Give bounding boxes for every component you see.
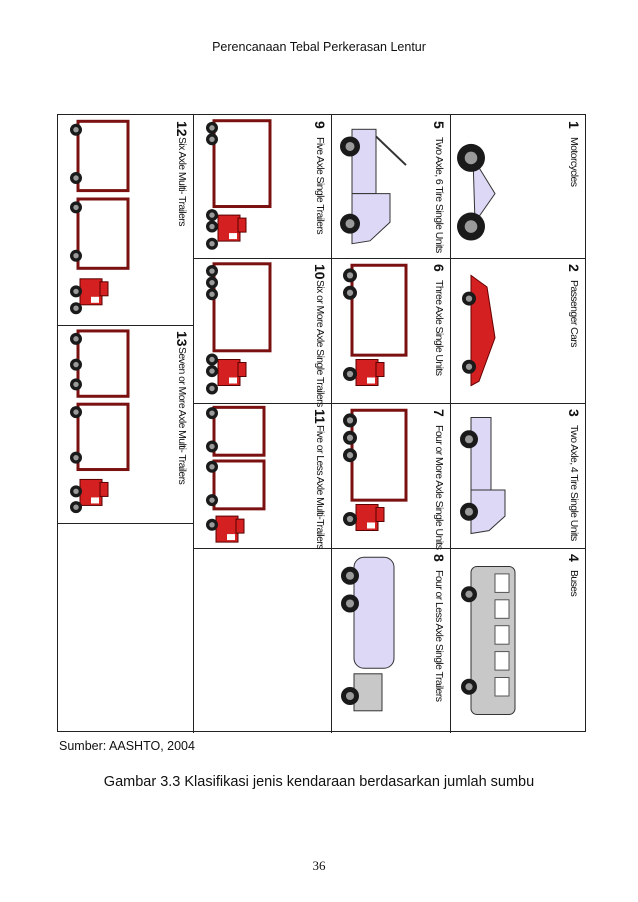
figure-caption: Gambar 3.3 Klasifikasi jenis kendaraan b… bbox=[103, 774, 535, 790]
vehicle-class-number: 12 bbox=[174, 121, 190, 137]
four-axle-truck-icon bbox=[343, 408, 408, 531]
vehicle-class-number: 5 bbox=[431, 121, 447, 129]
vehicle-class-number: 4 bbox=[566, 554, 582, 562]
vehicle-class-number: 9 bbox=[312, 121, 328, 129]
tanker-truck-icon bbox=[341, 556, 395, 712]
vehicle-class-label: Two Axle, 4 Tire Single Units bbox=[568, 425, 580, 541]
vehicle-class-number: 11 bbox=[312, 409, 328, 424]
six-axle-semi-trailer-icon bbox=[206, 262, 272, 395]
vehicle-class-label: Motorcycles bbox=[568, 137, 580, 187]
vehicle-class-number: 6 bbox=[431, 264, 447, 272]
six-axle-double-trailer-icon bbox=[70, 119, 130, 315]
vehicle-class-label: Two Axle, 6 Tire Single Units bbox=[433, 137, 445, 253]
vehicle-class-number: 8 bbox=[431, 554, 447, 562]
vehicle-class-label: Four or More Axle Single Units bbox=[433, 425, 445, 550]
motorcycle-icon bbox=[457, 143, 496, 241]
five-axle-semi-trailer-icon bbox=[206, 119, 272, 250]
bus-icon bbox=[461, 566, 516, 715]
page-header: Perencanaan Tebal Perkerasan Lentur bbox=[212, 40, 426, 54]
vehicle-class-number: 13 bbox=[174, 331, 190, 347]
vehicle-class-number: 10 bbox=[312, 264, 328, 280]
pickup-truck-icon bbox=[460, 417, 506, 535]
vehicle-class-number: 3 bbox=[566, 409, 582, 417]
vehicle-class-label: Passenger Cars bbox=[568, 280, 580, 347]
seven-axle-double-trailer-icon bbox=[70, 329, 130, 514]
three-axle-truck-icon bbox=[343, 263, 408, 386]
page-number: 36 bbox=[312, 858, 326, 873]
tow-truck-icon bbox=[340, 128, 407, 245]
figure-source: Sumber: AASHTO, 2004 bbox=[59, 739, 195, 753]
vehicle-class-label: Five Axle Single Trailers bbox=[314, 137, 326, 235]
vehicle-class-number: 1 bbox=[566, 121, 582, 129]
passenger-car-icon bbox=[462, 274, 496, 387]
col-divider bbox=[58, 523, 194, 524]
vehicle-class-label: Five or Less Axle Multi-Trailers bbox=[314, 425, 326, 549]
vehicle-class-label: Six or More Axle Single Trailers bbox=[314, 280, 326, 407]
vehicle-class-label: Four or Less Axle Single Trailers bbox=[433, 570, 445, 702]
vehicle-class-label: Six Axle Multi- Trailers bbox=[176, 137, 188, 226]
vehicle-class-label: Seven or More Axle Multi- Trailers bbox=[176, 347, 188, 485]
vehicle-class-number: 2 bbox=[566, 264, 582, 272]
vehicle-class-number: 7 bbox=[431, 409, 447, 417]
vehicle-class-label: Buses bbox=[568, 570, 580, 597]
five-axle-double-trailer-icon bbox=[206, 405, 266, 543]
vehicle-class-label: Three Axle Single Units bbox=[433, 280, 445, 376]
